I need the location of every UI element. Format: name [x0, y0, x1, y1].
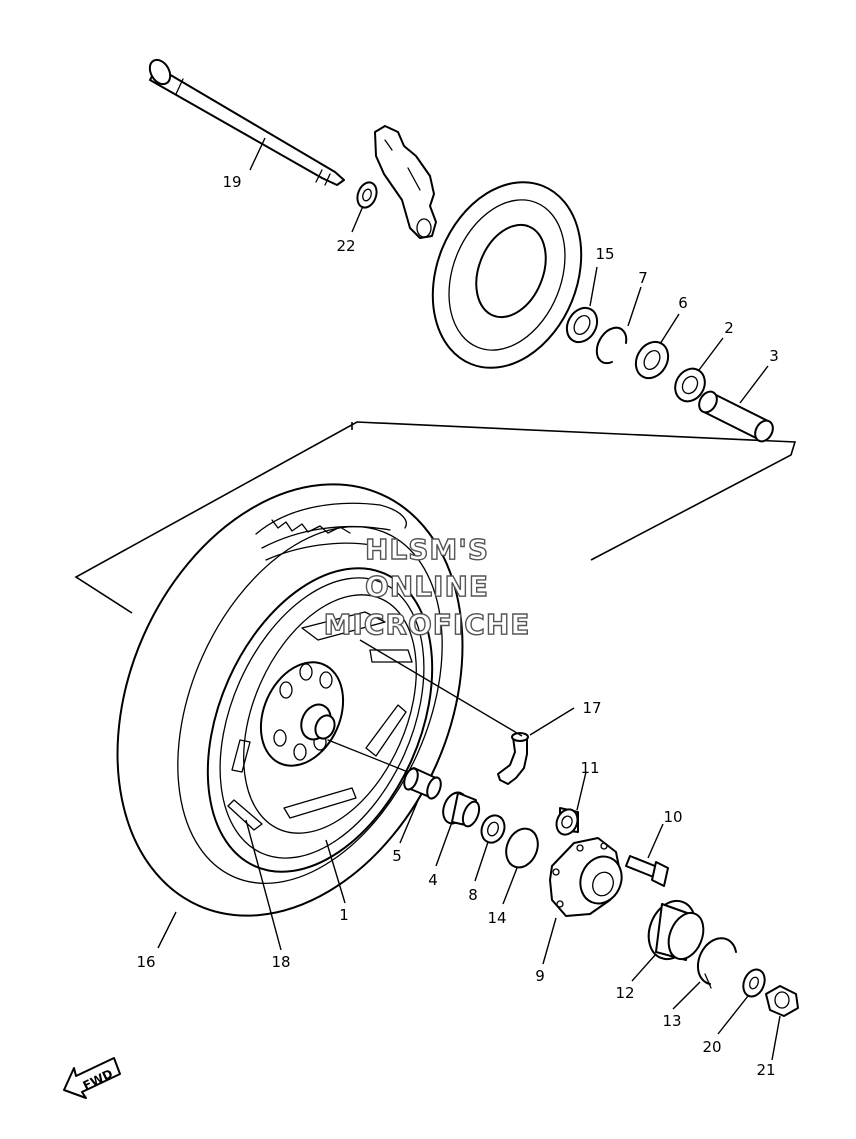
watermark-line-2: ONLINE — [365, 570, 489, 603]
callout-12: 12 — [615, 984, 634, 1002]
valve-17 — [497, 732, 529, 785]
circlip-13 — [696, 937, 737, 989]
callout-13: 13 — [662, 1012, 681, 1030]
callout-16: 16 — [136, 953, 155, 971]
callout-3: 3 — [769, 347, 779, 365]
callout-8: 8 — [468, 886, 478, 904]
bearing-8 — [480, 814, 506, 844]
callout-9: 9 — [535, 967, 545, 985]
bearing-4 — [442, 791, 481, 828]
callout-4: 4 — [428, 871, 438, 889]
collar-11 — [555, 807, 579, 836]
hub-clutch-9 — [549, 837, 623, 917]
callout-11: 11 — [580, 759, 599, 777]
callout-19: 19 — [222, 173, 241, 191]
callout-20: 20 — [702, 1038, 721, 1056]
collar-2 — [674, 367, 706, 403]
bearing-6 — [634, 340, 670, 380]
oil-seal-15 — [565, 306, 599, 344]
axle — [148, 58, 345, 186]
callout-22: 22 — [336, 237, 355, 255]
callout-14: 14 — [487, 909, 506, 927]
nut-21 — [765, 985, 799, 1017]
wheel — [206, 567, 434, 873]
watermark-line-1: HLSM'S — [365, 533, 489, 566]
callout-21: 21 — [756, 1061, 775, 1079]
axle-centerline — [327, 739, 409, 773]
callout-2: 2 — [724, 319, 734, 337]
watermark-line-3: MICROFICHE — [324, 608, 531, 641]
caliper-bracket — [374, 125, 437, 239]
callout-1: 1 — [339, 906, 349, 924]
leader-lines — [157, 137, 781, 1061]
washer-22 — [356, 181, 378, 209]
spacer-5 — [403, 767, 442, 800]
brake-disc — [431, 181, 583, 369]
callout-18: 18 — [271, 953, 290, 971]
callout-6: 6 — [678, 294, 688, 312]
callout-7: 7 — [638, 269, 648, 287]
callout-15: 15 — [595, 245, 614, 263]
circlip-7 — [595, 326, 628, 365]
washer-20 — [742, 968, 766, 998]
bolt-10 — [625, 855, 669, 887]
callout-17: 17 — [582, 699, 601, 717]
forward-arrow-icon: FWD — [63, 1057, 121, 1099]
reference-plane — [74, 421, 797, 614]
bearing-12 — [647, 899, 705, 961]
o-ring-14 — [505, 827, 539, 869]
callout-labels: 19 22 15 7 6 2 3 17 11 10 5 4 8 14 1 16 … — [136, 173, 778, 1079]
callout-10: 10 — [663, 808, 682, 826]
spacer-3 — [698, 390, 774, 443]
watermark: HLSM'S ONLINE MICROFICHE — [323, 532, 531, 641]
callout-5: 5 — [392, 847, 402, 865]
